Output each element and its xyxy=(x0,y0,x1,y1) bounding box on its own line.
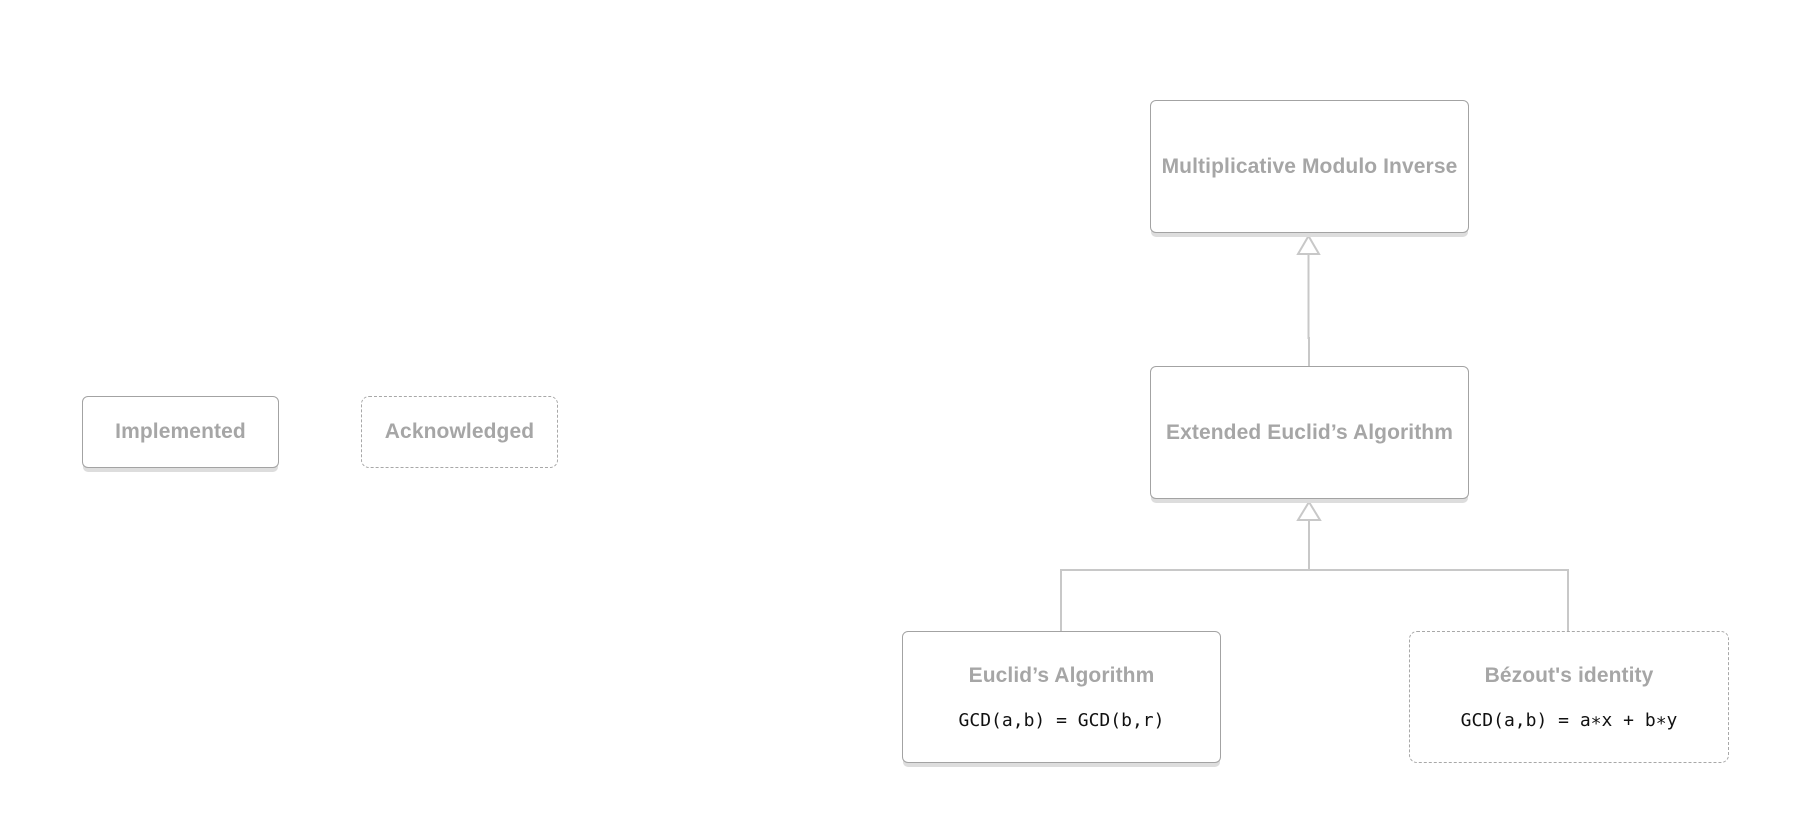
edge-extended-to-inverse-arrowhead xyxy=(1296,234,1321,255)
legend-implemented-label: Implemented xyxy=(115,420,246,443)
legend-implemented: Implemented xyxy=(82,396,279,468)
node-extended-euclid-title: Extended Euclid’s Algorithm xyxy=(1165,420,1453,444)
edge-merge-arrowhead xyxy=(1296,500,1322,521)
node-euclid-title: Euclid’s Algorithm xyxy=(968,663,1155,687)
node-modulo-inverse: Multiplicative Modulo Inverse xyxy=(1150,100,1469,233)
node-bezout: Bézout's identity GCD(a,b) = a∗x + b∗y xyxy=(1409,631,1729,763)
node-extended-euclid: Extended Euclid’s Algorithm xyxy=(1150,366,1469,499)
legend-acknowledged-label: Acknowledged xyxy=(384,420,535,443)
node-modulo-inverse-title: Multiplicative Modulo Inverse xyxy=(1161,154,1458,178)
edge-bezout-to-extended xyxy=(1309,569,1569,631)
node-euclid: Euclid’s Algorithm GCD(a,b) = GCD(b,r) xyxy=(902,631,1221,763)
node-bezout-title: Bézout's identity xyxy=(1484,663,1654,687)
node-euclid-formula: GCD(a,b) = GCD(b,r) xyxy=(958,709,1165,731)
edge-extended-to-inverse xyxy=(1307,254,1310,366)
node-bezout-formula: GCD(a,b) = a∗x + b∗y xyxy=(1460,709,1678,731)
edge-euclid-to-extended xyxy=(1060,569,1309,631)
legend-acknowledged: Acknowledged xyxy=(361,396,558,468)
